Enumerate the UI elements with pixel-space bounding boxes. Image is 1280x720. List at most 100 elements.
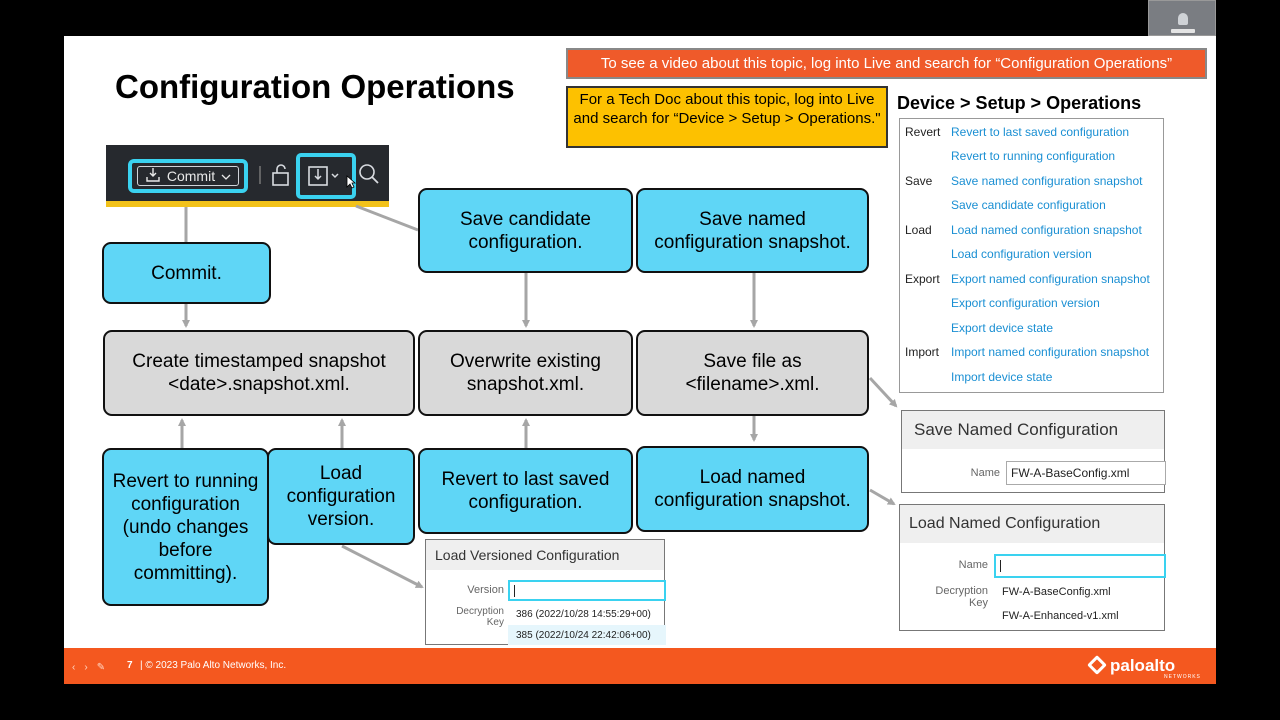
ops-link-export-device-state[interactable]: Export device state bbox=[951, 321, 1054, 335]
load-named-name-label: Name bbox=[958, 559, 988, 571]
decryption-label-line1: Decryption bbox=[935, 585, 988, 597]
save-candidate-box: Save candidate configuration. bbox=[418, 188, 633, 273]
load-named-option[interactable]: FW-A-BaseConfig.xml bbox=[1002, 586, 1111, 598]
commit-button-label: Commit bbox=[166, 168, 216, 184]
load-versioned-option[interactable]: 385 (2022/10/24 22:42:06+00) bbox=[508, 625, 666, 645]
load-named-dialog: Load Named Configuration Name Decryption… bbox=[899, 504, 1166, 631]
import-export-icon bbox=[308, 164, 344, 193]
arrow-loadversion-to-versioned-dialog bbox=[341, 544, 424, 589]
download-tray-icon bbox=[145, 167, 161, 186]
ops-row: Export configuration version bbox=[900, 296, 1165, 320]
text-caret bbox=[514, 584, 515, 597]
search-icon bbox=[358, 163, 380, 190]
decryption-label-line2: Key bbox=[969, 597, 988, 609]
slide: Configuration Operations To see a video … bbox=[64, 36, 1216, 684]
paloalto-logo: paloalto bbox=[1087, 655, 1176, 676]
next-slide-icon[interactable]: › bbox=[84, 662, 97, 673]
arrow-toolbar-to-save-candidate bbox=[355, 204, 419, 232]
ops-link-export-version[interactable]: Export configuration version bbox=[951, 296, 1100, 310]
logo-text: paloalto bbox=[1110, 656, 1176, 675]
create-snapshot-line2: <date>.snapshot.xml. bbox=[168, 374, 350, 395]
decryption-label-line2: Key bbox=[486, 617, 504, 628]
presenter-name-tag bbox=[1171, 29, 1195, 33]
text-caret bbox=[1000, 560, 1001, 572]
toolbar-accent-bar bbox=[106, 201, 389, 207]
ops-link-export-named[interactable]: Export named configuration snapshot bbox=[951, 272, 1150, 286]
decryption-label-line1: Decryption bbox=[456, 606, 504, 617]
pen-icon[interactable]: ✎ bbox=[96, 662, 115, 673]
load-versioned-dialog-title: Load Versioned Configuration bbox=[426, 540, 664, 570]
ops-category: Load bbox=[905, 223, 932, 237]
ops-category: Import bbox=[905, 345, 940, 359]
arrow-loadnamed-to-load-dialog bbox=[869, 488, 896, 506]
load-versioned-version-label: Version bbox=[467, 584, 504, 596]
commit-button: Commit bbox=[137, 166, 239, 186]
save-named-name-input[interactable]: FW-A-BaseConfig.xml bbox=[1006, 461, 1166, 485]
ops-link-save-named[interactable]: Save named configuration snapshot bbox=[951, 174, 1143, 188]
ops-row: Load configuration version bbox=[900, 247, 1165, 271]
load-version-box: Load configuration version. bbox=[267, 448, 415, 545]
ops-category: Export bbox=[905, 272, 940, 286]
arrow-savefile-to-save-dialog bbox=[868, 376, 898, 408]
unlock-icon bbox=[270, 163, 292, 192]
slideshow-controls: ‹›✎ bbox=[72, 662, 114, 673]
save-file-line2: <filename>.xml. bbox=[685, 374, 820, 395]
slide-page-number: 7 bbox=[127, 660, 133, 671]
ops-row: Import device state bbox=[900, 370, 1165, 394]
ops-row: Export Export named configuration snapsh… bbox=[900, 272, 1165, 296]
revert-running-box: Revert to running configuration (undo ch… bbox=[102, 448, 269, 606]
operations-panel: Revert Revert to last saved configuratio… bbox=[899, 118, 1164, 393]
divider-icon bbox=[258, 164, 262, 191]
ops-category: Save bbox=[905, 174, 933, 188]
load-named-name-input[interactable] bbox=[994, 554, 1166, 578]
load-named-dialog-title: Load Named Configuration bbox=[900, 505, 1164, 543]
ops-link-import-device-state[interactable]: Import device state bbox=[951, 370, 1053, 384]
load-named-box: Load named configuration snapshot. bbox=[636, 446, 869, 532]
ops-row: Revert Revert to last saved configuratio… bbox=[900, 125, 1165, 149]
overwrite-box: Overwrite existing snapshot.xml. bbox=[418, 330, 633, 416]
flow-arrows bbox=[178, 204, 898, 589]
slide-footer: ‹›✎ 7 | © 2023 Palo Alto Networks, Inc. … bbox=[64, 648, 1216, 684]
ops-category: Revert bbox=[905, 125, 941, 139]
ops-link-import-named[interactable]: Import named configuration snapshot bbox=[951, 345, 1150, 359]
load-named-decryption-label: Decryption Key bbox=[920, 585, 988, 609]
ops-row: Import Import named configuration snapsh… bbox=[900, 345, 1165, 369]
ops-link-load-named[interactable]: Load named configuration snapshot bbox=[951, 223, 1142, 237]
load-versioned-version-input[interactable] bbox=[508, 580, 666, 601]
chevron-down-icon bbox=[221, 168, 231, 184]
create-snapshot-line1: Create timestamped snapshot bbox=[132, 351, 386, 372]
load-named-option[interactable]: FW-A-Enhanced-v1.xml bbox=[1002, 610, 1119, 622]
commit-highlight: Commit bbox=[128, 159, 248, 193]
logo-subtext: NETWORKS bbox=[1164, 674, 1201, 680]
save-named-dialog-title: Save Named Configuration bbox=[902, 411, 1164, 449]
ops-row: Save candidate configuration bbox=[900, 198, 1165, 222]
presenter-webcam-thumbnail bbox=[1148, 0, 1216, 36]
save-named-box: Save named configuration snapshot. bbox=[636, 188, 869, 273]
ops-row: Export device state bbox=[900, 321, 1165, 345]
ops-link-save-candidate[interactable]: Save candidate configuration bbox=[951, 198, 1106, 212]
load-versioned-option[interactable]: 386 (2022/10/28 14:55:29+00) bbox=[516, 608, 651, 620]
load-versioned-decryption-label: Decryption Key bbox=[436, 606, 504, 628]
slide-title: Configuration Operations bbox=[115, 68, 515, 105]
save-file-box: Save file as <filename>.xml. bbox=[636, 330, 869, 416]
mouse-pointer-icon bbox=[346, 175, 357, 194]
ops-row: Save Save named configuration snapshot bbox=[900, 174, 1165, 198]
copyright-text: | © 2023 Palo Alto Networks, Inc. bbox=[140, 660, 287, 671]
toolbar-screenshot: Commit bbox=[106, 145, 389, 207]
save-named-dialog: Save Named Configuration Name FW-A-BaseC… bbox=[901, 410, 1166, 493]
ops-row: Load Load named configuration snapshot bbox=[900, 223, 1165, 247]
ops-link-load-version[interactable]: Load configuration version bbox=[951, 247, 1092, 261]
ops-heading: Device > Setup > Operations bbox=[897, 93, 1142, 113]
ops-link-revert-saved[interactable]: Revert to last saved configuration bbox=[951, 125, 1130, 139]
ops-link-revert-running[interactable]: Revert to running configuration bbox=[951, 149, 1116, 163]
create-snapshot-box: Create timestamped snapshot <date>.snaps… bbox=[103, 330, 415, 416]
paloalto-logo-icon bbox=[1087, 655, 1107, 675]
ops-row: Revert to running configuration bbox=[900, 149, 1165, 173]
commit-box: Commit. bbox=[102, 242, 271, 304]
save-file-line1: Save file as bbox=[703, 351, 802, 372]
prev-slide-icon[interactable]: ‹ bbox=[72, 662, 85, 673]
revert-saved-box: Revert to last saved configuration. bbox=[418, 448, 633, 534]
techdoc-banner: For a Tech Doc about this topic, log int… bbox=[566, 86, 888, 148]
video-banner: To see a video about this topic, log int… bbox=[566, 48, 1207, 79]
